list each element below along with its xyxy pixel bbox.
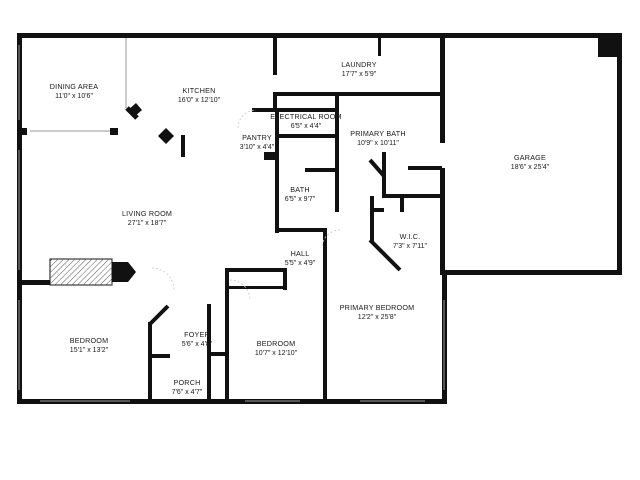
room-dims-laundry: 17'7" x 5'9" (342, 71, 377, 78)
room-name-wic: W.I.C. (400, 232, 421, 241)
room-dims-porch: 7'6" x 4'7" (172, 389, 203, 396)
room-labels: DINING AREA 11'0" x 10'6" KITCHEN 16'0" … (50, 60, 550, 396)
room-dims-foyer: 5'6" x 4'8" (182, 341, 213, 348)
room-dims-hall: 5'5" x 4'9" (285, 260, 316, 267)
room-name-pantry: PANTRY (242, 133, 272, 142)
room-name-bedroom-1: BEDROOM (70, 336, 109, 345)
door-swings (151, 109, 341, 301)
room-dims-bath: 6'5" x 9'7" (285, 196, 316, 203)
room-name-dining: DINING AREA (50, 82, 99, 91)
room-name-primary-bedroom: PRIMARY BEDROOM (340, 303, 415, 312)
room-name-garage: GARAGE (514, 153, 546, 162)
windows (18, 38, 445, 402)
room-dims-garage: 18'6" x 25'4" (511, 164, 550, 171)
kitchen-fixtures (128, 103, 185, 157)
fireplace (49, 258, 136, 286)
room-name-bath: BATH (290, 185, 309, 194)
room-dims-bedroom-2: 10'7" x 12'10" (255, 350, 298, 357)
room-name-primary-bath: PRIMARY BATH (350, 129, 406, 138)
room-name-hall: HALL (291, 249, 310, 258)
room-name-living: LIVING ROOM (122, 209, 172, 218)
room-dims-wic: 7'3" x 7'11" (393, 243, 427, 250)
room-name-electrical: ELECTRICAL ROOM (270, 112, 341, 121)
room-dims-pantry: 3'10" x 4'4" (240, 144, 275, 151)
room-name-kitchen: KITCHEN (183, 86, 216, 95)
room-dims-primary-bedroom: 12'2" x 25'8" (358, 314, 397, 321)
room-name-foyer: FOYER (184, 330, 210, 339)
room-name-laundry: LAUNDRY (341, 60, 377, 69)
room-dims-primary-bath: 10'9" x 10'11" (357, 140, 399, 147)
room-dims-bedroom-1: 15'1" x 13'2" (70, 347, 109, 354)
interior-walls (17, 33, 445, 404)
room-dims-kitchen: 16'0" x 12'10" (178, 97, 221, 104)
room-dims-electrical: 6'5" x 4'4" (291, 123, 322, 130)
room-dims-dining: 11'0" x 10'6" (55, 93, 93, 100)
room-name-bedroom-2: BEDROOM (257, 339, 296, 348)
room-name-porch: PORCH (174, 378, 201, 387)
room-dims-living: 27'1" x 18'7" (128, 220, 167, 227)
